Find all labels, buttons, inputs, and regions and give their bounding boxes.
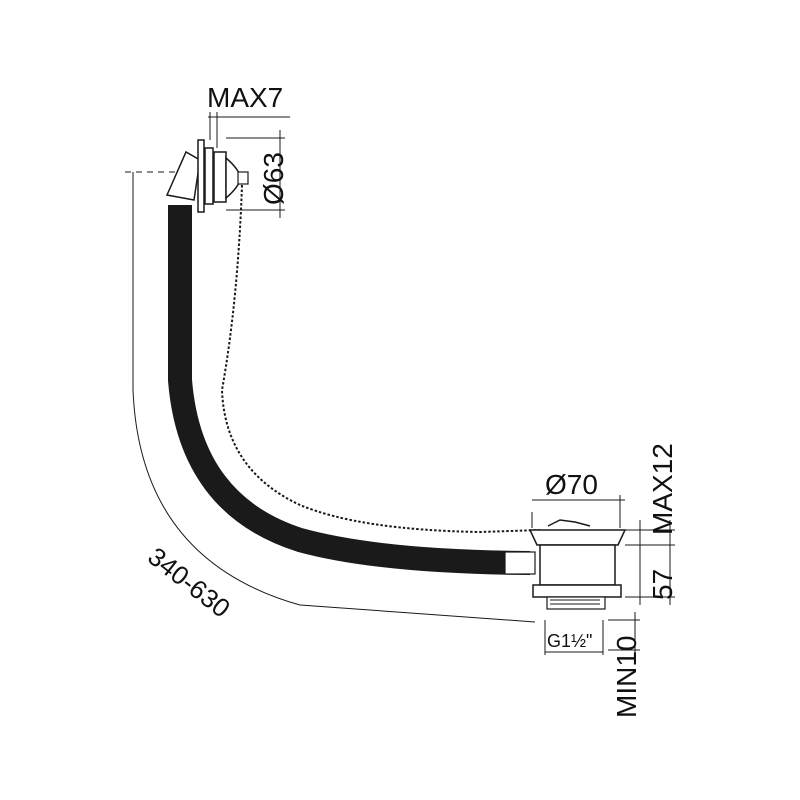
flexible-hose [168, 205, 531, 575]
overflow-unit [197, 139, 249, 213]
waste-unit [504, 519, 627, 610]
max7-label: MAX7 [207, 82, 283, 113]
waste-diameter-label: Ø70 [545, 469, 598, 500]
dimension-lines [208, 112, 675, 660]
plug-chain [220, 184, 541, 534]
min10-label: MIN10 [611, 636, 642, 718]
hose-length-dimension-line [132, 172, 536, 623]
hose-length-label: 340-630 [142, 541, 236, 623]
thread-label: G1½" [547, 631, 592, 651]
overflow-elbow [165, 150, 201, 201]
height-57-label: 57 [647, 569, 678, 600]
max12-label: MAX12 [647, 443, 678, 535]
overflow-diameter-label: Ø63 [258, 152, 289, 205]
